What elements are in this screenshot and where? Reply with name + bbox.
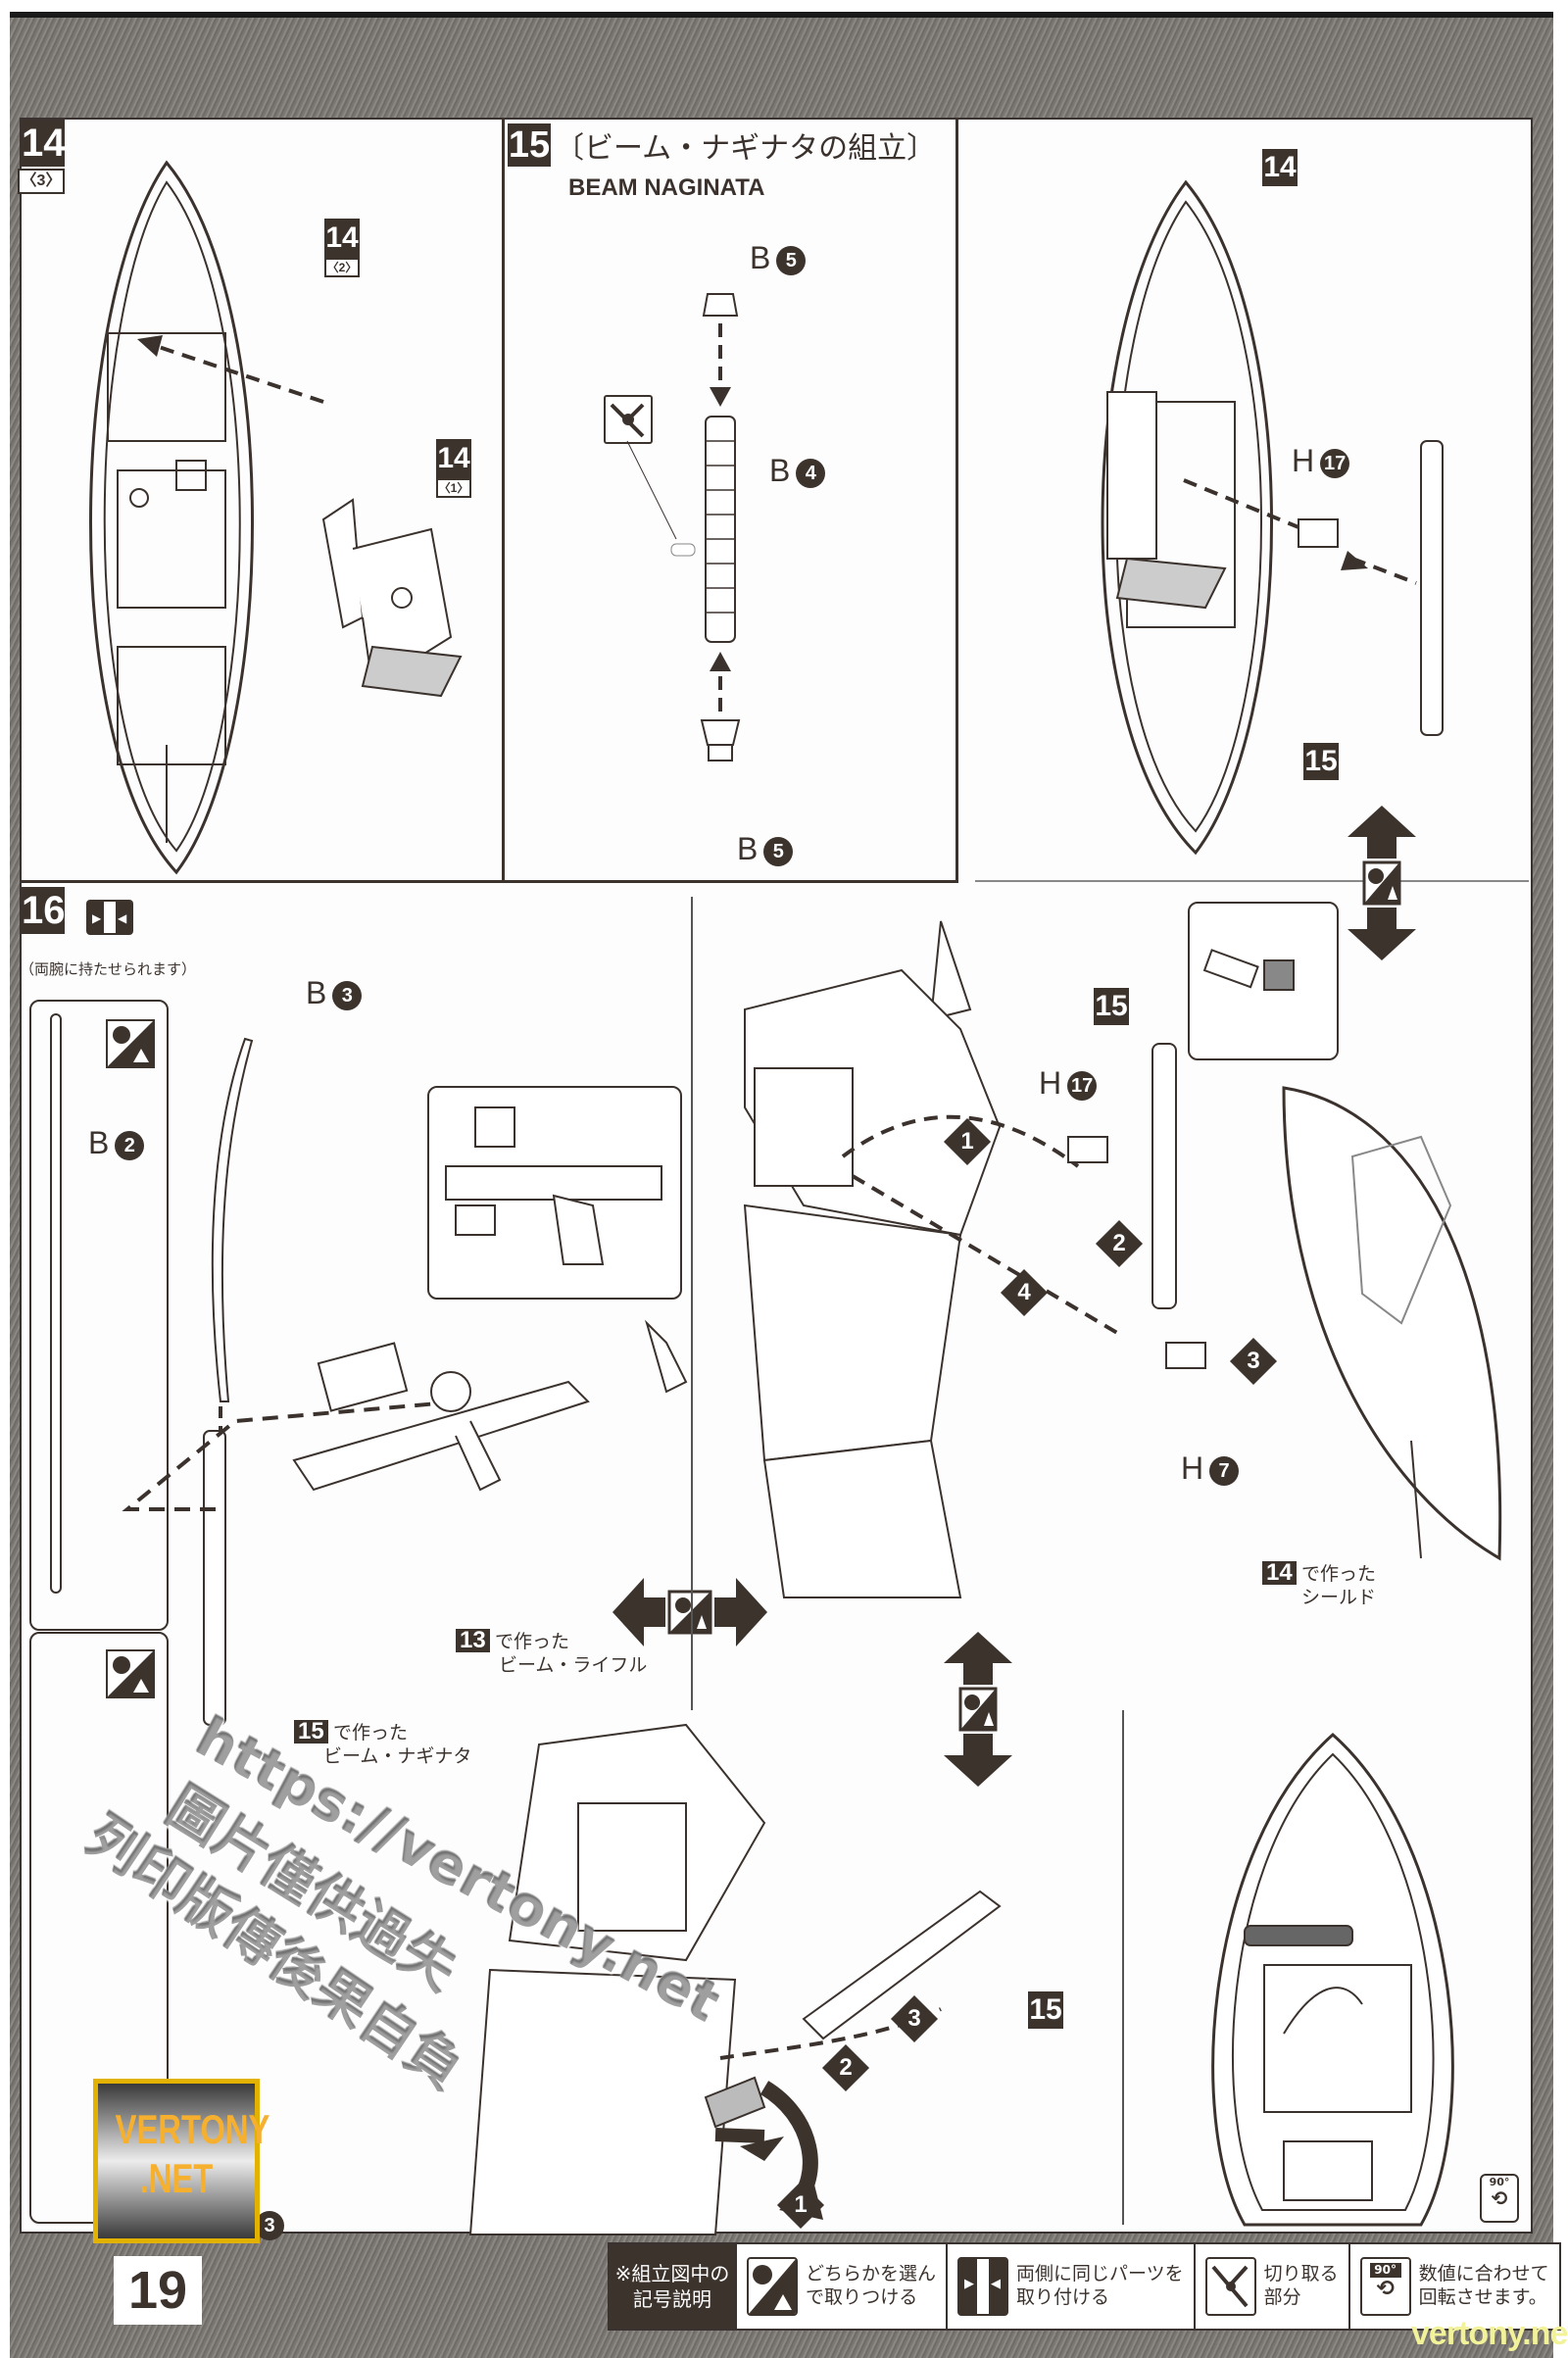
step-number: 14 xyxy=(22,120,66,167)
part-ref-15: 15 xyxy=(1094,988,1129,1025)
dashed-arrow xyxy=(137,335,324,404)
step-marker: 1 xyxy=(943,1117,992,1166)
naginata-assembled-drawing xyxy=(203,1430,226,1726)
grip-detail-drawing xyxy=(1202,949,1295,991)
watermark-logo: VERTONY .NET xyxy=(93,2079,270,2243)
page-number: 19 xyxy=(114,2256,202,2325)
symbol-legend: ※組立図中の記号説明 どちらかを選んで取りつける ▶ ◀ 両側に同じパーツを取り… xyxy=(608,2242,1561,2331)
choose-either-icon xyxy=(106,1019,155,1068)
step-marker: 2 xyxy=(821,2043,870,2092)
rotate-90-icon: 90°⟲ xyxy=(1480,2174,1519,2223)
connector-and-shaft-drawing xyxy=(1183,440,1444,736)
dashed-guide-1 xyxy=(841,1114,1119,1335)
divider xyxy=(691,897,693,1710)
legend-header: ※組立図中の記号説明 xyxy=(610,2244,735,2329)
divider xyxy=(502,118,505,882)
naginata-shaft-drawing xyxy=(1152,1043,1177,1309)
step-number: 15 xyxy=(508,123,551,167)
naginata-reference: 15 で作ったビーム・ナギナタ xyxy=(294,1720,471,1769)
step-substep: 〈3〉 xyxy=(18,169,65,194)
part-ref-14-1-sub: 〈1〉 xyxy=(436,478,471,498)
cut-gate-drawing xyxy=(626,440,696,557)
divider xyxy=(1122,1710,1124,2225)
divider xyxy=(22,880,958,883)
part-ref-14-2-sub: 〈2〉 xyxy=(324,258,360,277)
legend-item: 切り取る部分 xyxy=(1193,2244,1348,2329)
grip-part-drawing xyxy=(321,498,463,698)
part-ref-14-2: 14 xyxy=(324,219,360,258)
choice-arrow-vertical xyxy=(944,1632,1012,1787)
legend-item: 90° ⟲ 数値に合わせて回転させます。 xyxy=(1348,2244,1559,2329)
choose-either-icon xyxy=(106,1649,155,1698)
shield-reference: 14 で作ったシールド xyxy=(1262,1561,1376,1610)
nipper-cut-icon xyxy=(1204,2257,1256,2316)
rifle-drawing xyxy=(292,1319,688,1492)
part-ref-14: 14 xyxy=(1262,149,1298,186)
choice-arrow-horizontal xyxy=(612,1578,767,1646)
choose-either-icon xyxy=(747,2257,798,2316)
step-title-jp: 〔ビーム・ナギナタの組立〕 xyxy=(555,132,937,165)
nipper-cut-icon xyxy=(604,395,653,444)
part-ref-14-1: 14 xyxy=(436,439,471,478)
choice-arrow-vertical xyxy=(1348,806,1416,960)
divider xyxy=(956,118,958,882)
step-marker: 1 xyxy=(776,2181,825,2230)
naginata-shaft-drawing xyxy=(700,293,741,761)
shield-with-grip-drawing xyxy=(1101,179,1273,856)
mobile-suit-upper-drawing xyxy=(743,920,1002,1598)
rotate-90-icon: 90° ⟲ xyxy=(1359,2257,1411,2316)
rifle-reference: 13 で作ったビーム・ライフル xyxy=(456,1629,647,1678)
step-number: 16 xyxy=(22,887,66,934)
legend-item: ▶ ◀ 両側に同じパーツを取り付ける xyxy=(946,2244,1194,2329)
dashed-guide xyxy=(122,1400,462,1511)
step-marker: 4 xyxy=(1000,1268,1049,1317)
connector-parts-drawing xyxy=(1067,1136,1206,1369)
shield-inner-drawing xyxy=(89,160,254,875)
step-marker-circle: 3 xyxy=(255,2211,284,2240)
part-ref-15: 15 xyxy=(1303,743,1339,780)
shield-transparent-drawing xyxy=(1282,1086,1502,1561)
both-sides-icon: ▶ ◀ xyxy=(86,900,133,935)
step-title-en: BEAM NAGINATA xyxy=(568,174,765,201)
watermark-site: vertony.net xyxy=(1411,2315,1568,2352)
straight-blade-drawing xyxy=(50,1013,62,1594)
part-ref-15: 15 xyxy=(1028,1991,1063,2029)
divider xyxy=(975,880,1529,882)
both-sides-icon: ▶ ◀ xyxy=(957,2257,1009,2316)
step-note: （両腕に持たせられます） xyxy=(20,961,197,978)
shield-back-drawing xyxy=(1211,1732,1454,2227)
mobile-suit-lower-drawing xyxy=(468,1723,1002,2235)
rifle-detail-drawing xyxy=(445,1106,662,1265)
option-box-b2 xyxy=(29,1000,169,1631)
step-marker: 3 xyxy=(890,1994,939,2043)
legend-item: どちらかを選んで取りつける xyxy=(735,2244,946,2329)
